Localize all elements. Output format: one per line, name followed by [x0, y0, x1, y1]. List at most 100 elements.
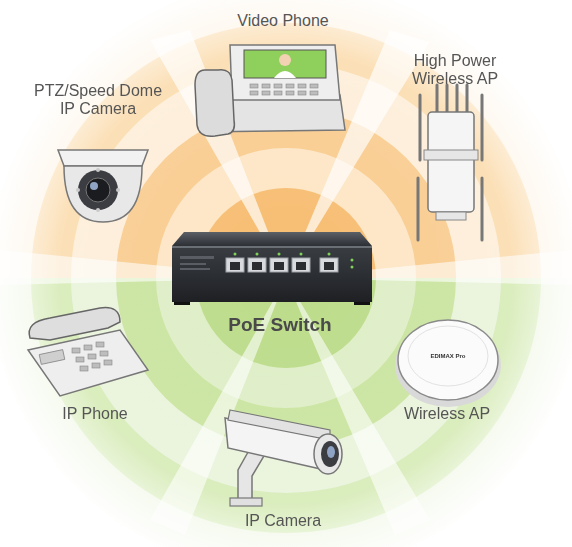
poe-switch-device-part	[180, 268, 210, 270]
device-label: Video Phone	[213, 12, 353, 30]
poe-switch-device-part	[172, 246, 372, 248]
poe-switch-device-part-part	[320, 258, 338, 272]
video-phone-device-part	[230, 45, 340, 100]
ip-camera-device	[225, 410, 342, 506]
video-phone-device-part-part	[298, 91, 306, 95]
ip-phone-device-part-part	[104, 360, 112, 365]
video-phone-device-part	[244, 50, 326, 78]
poe-switch-device-part	[354, 302, 370, 305]
ip-camera-device-part	[228, 410, 330, 440]
poe-switch-device-part-part	[226, 258, 244, 272]
ip-phone-device-part	[72, 342, 112, 371]
ip-phone-device-part-part	[88, 354, 96, 359]
ip-phone-device-part-part	[80, 366, 88, 371]
dome-camera-device-part	[58, 150, 148, 166]
ip-camera-device-part	[327, 446, 335, 458]
high-power-ap-device-part	[428, 112, 474, 212]
video-phone-device-part-part	[274, 91, 282, 95]
high-power-ap-device-part	[436, 212, 466, 220]
poe-switch-device-part-part	[278, 253, 281, 256]
dome-camera-device-part-part	[96, 208, 100, 212]
video-phone-device-part-part	[262, 91, 270, 95]
light-rays	[0, 30, 572, 535]
device-label: Wireless AP	[377, 405, 517, 423]
high-power-ap-device-part	[418, 85, 482, 240]
poe-switch-device-part	[226, 258, 338, 272]
ip-phone-device-part-part	[76, 357, 84, 362]
video-phone-device-part-part	[262, 84, 270, 88]
poe-switch-device-part	[230, 262, 334, 270]
ip-camera-device-part	[230, 498, 262, 506]
video-phone-device-part-part	[310, 84, 318, 88]
video-phone-device-part	[274, 71, 296, 78]
poe-switch-device-part-part	[296, 262, 306, 270]
video-phone-device-part-part	[286, 91, 294, 95]
wireless-ap-device-part	[398, 320, 498, 400]
video-phone-device-part-part	[298, 84, 306, 88]
device-label: IP Phone	[25, 405, 165, 423]
green-rings	[0, 278, 572, 547]
device-label: PTZ/Speed Dome IP Camera	[31, 82, 165, 119]
high-power-ap-device-part-part	[446, 85, 449, 115]
video-phone-device-part	[279, 54, 291, 66]
high-power-ap-device-part-part	[436, 85, 439, 115]
ip-phone-device-part	[29, 308, 120, 340]
poe-switch-device-part-part	[248, 258, 266, 272]
video-phone-device-part-part	[250, 84, 258, 88]
video-phone-device-part-part	[286, 84, 294, 88]
video-phone-device-part-part	[274, 84, 282, 88]
dome-camera-device-part-part	[76, 188, 80, 192]
ip-camera-device-part	[314, 434, 342, 474]
poe-switch-device-part-part	[256, 253, 259, 256]
video-phone-device	[195, 45, 345, 136]
ip-phone-device-part-part	[92, 363, 100, 368]
dome-camera-device-part	[64, 166, 142, 222]
device-label: IP Camera	[213, 512, 353, 530]
poe-switch-device-part-part	[328, 253, 331, 256]
poe-switch-device-part-part	[270, 258, 288, 272]
video-phone-device-part	[250, 84, 318, 95]
ip-phone-device-part	[39, 350, 65, 365]
poe-switch-device-part	[172, 232, 372, 246]
green-rings-part	[0, 278, 572, 547]
poe-switch-device-part-part	[324, 262, 334, 270]
orange-rings-part	[0, 0, 572, 278]
dome-camera-device	[58, 150, 148, 222]
wireless-ap-device	[395, 320, 501, 407]
poe-switch-device-part	[180, 256, 214, 259]
ip-phone-device	[28, 308, 148, 396]
poe-switch-device-part	[174, 302, 190, 305]
high-power-ap-device	[418, 85, 482, 240]
dome-camera-device-part-part	[96, 168, 100, 172]
poe-switch-device-part-part	[351, 259, 354, 262]
device-label: High Power Wireless AP	[400, 52, 510, 89]
video-phone-device-part-part	[250, 91, 258, 95]
dome-camera-device-part	[78, 170, 118, 210]
poe-switch-device-part-part	[252, 262, 262, 270]
high-power-ap-device-part-part	[456, 85, 459, 115]
video-phone-device-part	[195, 70, 234, 137]
dome-camera-device-part	[76, 168, 120, 212]
poe-switch-device-part-part	[234, 253, 237, 256]
dome-camera-device-part	[90, 182, 98, 190]
poe-switch-device-part-part	[351, 266, 354, 269]
high-power-ap-device-part-part	[417, 178, 420, 240]
high-power-ap-device-part-part	[481, 178, 484, 240]
ip-phone-device-part-part	[72, 348, 80, 353]
poe-switch-device-part	[234, 253, 354, 269]
orange-rings	[0, 0, 572, 278]
high-power-ap-device-part-part	[481, 95, 484, 160]
high-power-ap-device-part-part	[466, 85, 469, 115]
ip-phone-device-part-part	[96, 342, 104, 347]
ip-phone-device-part-part	[100, 351, 108, 356]
poe-switch-device-part-part	[292, 258, 310, 272]
poe-switch-device-part-part	[274, 262, 284, 270]
high-power-ap-device-part-part	[419, 95, 422, 160]
video-phone-device-part-part	[310, 91, 318, 95]
poe-switch-device	[172, 232, 372, 305]
high-power-ap-device-part	[424, 150, 478, 160]
poe-switch-device-part-part	[230, 262, 240, 270]
wireless-ap-device-part	[408, 326, 488, 386]
